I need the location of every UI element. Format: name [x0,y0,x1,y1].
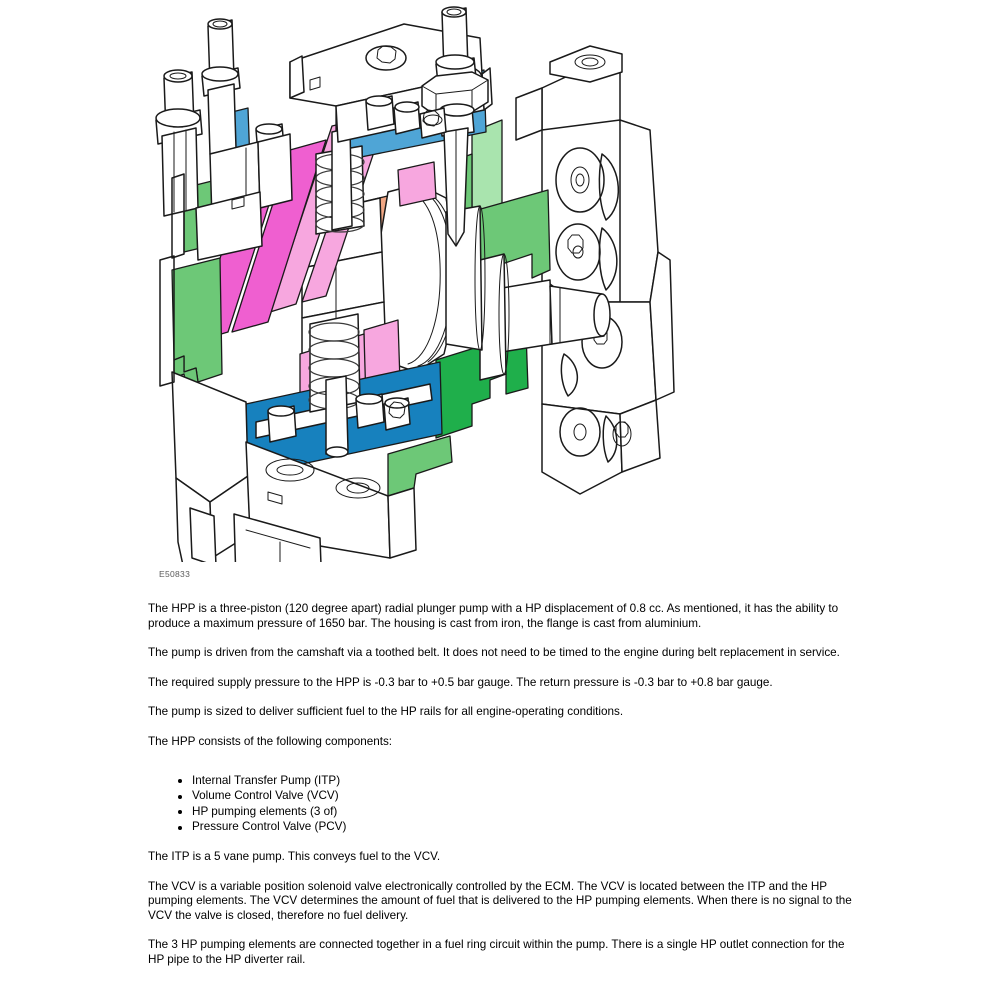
figure-block: .ol { fill:none; stroke:#1a1a1a; stroke-… [155,6,675,579]
document-body: The HPP is a three-piston (120 degree ap… [148,602,860,983]
hpp-component-list: Internal Transfer Pump (ITP) Volume Cont… [148,774,860,835]
paragraph-components-intro: The HPP consists of the following compon… [148,734,393,748]
paragraph-supply-pressure: The required supply pressure to the HPP … [148,675,773,689]
list-spacer [148,765,860,774]
list-item: Volume Control Valve (VCV) [148,789,860,804]
fuel-port-stem-front [155,69,203,217]
paragraph-hpp-overview: The HPP is a three-piston (120 degree ap… [148,602,839,630]
itp-front-flange [171,371,417,562]
front-upper-body [195,133,293,261]
paragraph-itp-description: The ITP is a 5 vane pump. This conveys f… [148,849,441,863]
list-item: HP pumping elements (3 of) [148,805,860,820]
bullet-icon [178,794,182,799]
list-item-label: Internal Transfer Pump (ITP) [192,773,341,787]
paragraph-hp-elements-description: The 3 HP pumping elements are connected … [148,938,845,966]
paragraph-vcv-description: The VCV is a variable position solenoid … [148,879,852,922]
list-item-label: Volume Control Valve (VCV) [192,789,339,803]
list-item-label: Pressure Control Valve (PCV) [192,820,347,834]
hp-outlet-hex-nut [421,71,489,117]
figure-id-label: E50833 [159,569,191,579]
left-case-edge [159,173,185,387]
hp-outlet-stem [421,6,489,247]
hpp-cutaway-illustration: .ol { fill:none; stroke:#1a1a1a; stroke-… [155,6,675,562]
drive-shaft [479,253,611,381]
bullet-icon [178,825,182,830]
paragraph-pump-drive: The pump is driven from the camshaft via… [148,646,840,660]
torx-screw-left [365,45,407,71]
list-item-label: HP pumping elements (3 of) [192,804,338,818]
list-item: Internal Transfer Pump (ITP) [148,774,860,789]
bullet-icon [178,810,182,815]
fuel-port-stem-rear [201,18,241,155]
list-item: Pressure Control Valve (PCV) [148,820,860,835]
lower-plunger-spring [308,313,361,458]
bullet-icon [178,779,182,784]
paragraph-pump-sizing: The pump is sized to deliver sufficient … [148,705,624,719]
